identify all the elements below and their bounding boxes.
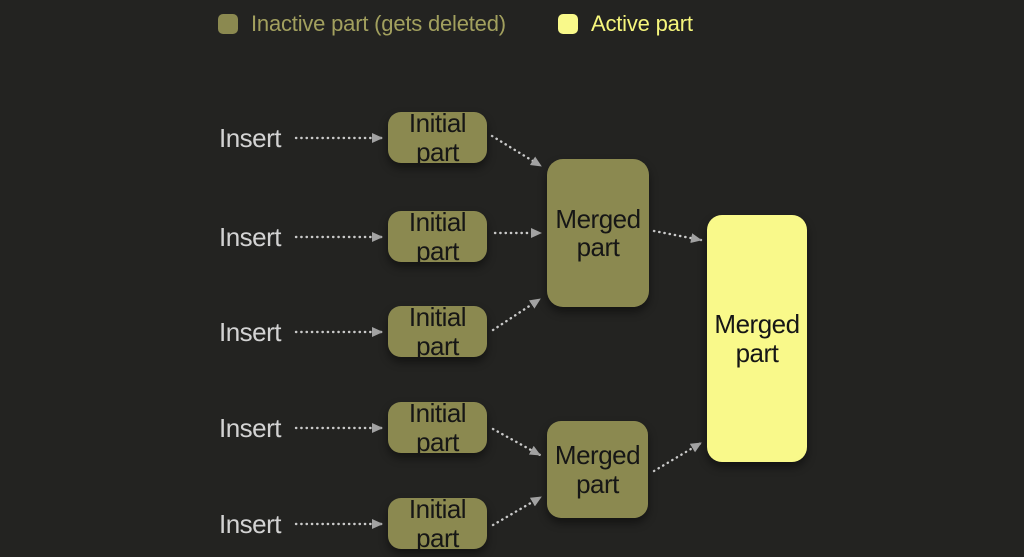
insert-label-4: Insert — [219, 413, 282, 443]
node-merged-part-final: Merged part — [707, 215, 807, 462]
node-initial-part-1: Initial part — [388, 109, 487, 166]
arrow-merged1-final — [652, 229, 703, 244]
legend-active-label: Active part — [591, 11, 693, 36]
insert-label-2: Insert — [219, 222, 282, 252]
legend-item-inactive: Inactive part (gets deleted) — [218, 11, 506, 36]
arrow-initial1-merged1 — [490, 134, 543, 168]
node-initial-part-4: Initial part — [388, 399, 487, 456]
arrow-initial4-merged2 — [491, 427, 542, 457]
arrow-initial5-merged2 — [491, 495, 543, 527]
arrow-initial3-merged1 — [491, 297, 542, 332]
node-initial-part-5: Initial part — [388, 495, 487, 552]
legend-inactive-label: Inactive part (gets deleted) — [251, 11, 506, 36]
active-swatch-icon — [558, 14, 578, 34]
insert-label-5: Insert — [219, 509, 282, 539]
insert-label-1: Insert — [219, 123, 282, 153]
node-initial-part-2: Initial part — [388, 208, 487, 265]
insert-label-3: Insert — [219, 317, 282, 347]
node-merged-part-2: Merged part — [547, 421, 648, 518]
node-initial-part-3: Initial part — [388, 303, 487, 360]
inactive-swatch-icon — [218, 14, 238, 34]
node-merged-part-1: Merged part — [547, 159, 649, 307]
arrow-merged2-final — [652, 441, 703, 473]
legend-item-active: Active part — [558, 11, 693, 36]
